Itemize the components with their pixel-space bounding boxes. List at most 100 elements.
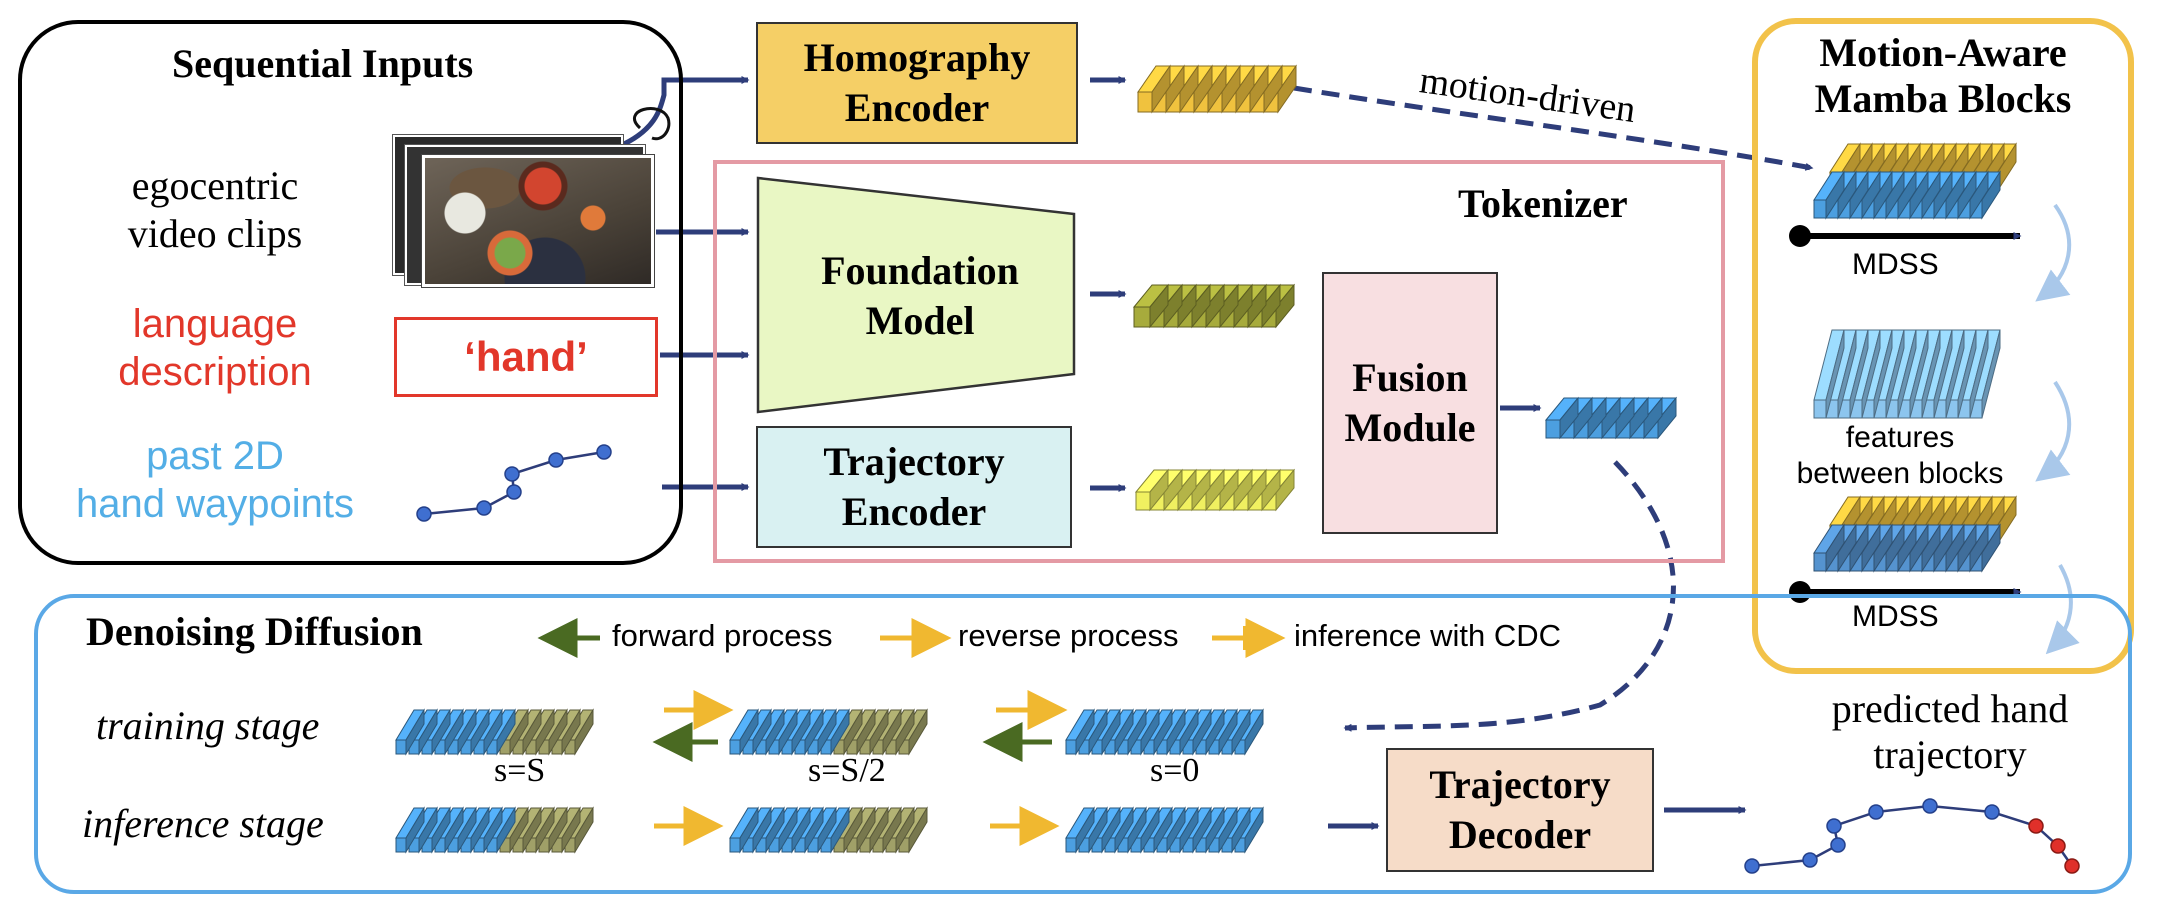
observed-point [1830, 837, 1846, 853]
mamba-feature-tokens-token-front [1813, 399, 1827, 419]
observed-point [1744, 858, 1760, 874]
waypoint-dot [476, 500, 492, 516]
arrow-fusion-to-diffusion [1343, 460, 1676, 732]
mamba-blocks-panel [1752, 18, 2134, 674]
mdss-axis-top-origin [1789, 225, 1811, 247]
waypoint-dot [596, 444, 612, 460]
mamba-top-blue-tokens-token-front [1813, 199, 1827, 219]
waypoint-path [423, 450, 605, 516]
step-zero-text: s=0 [1150, 752, 1200, 789]
legend-inference-label: inference with CDC [1294, 618, 1562, 653]
features-between-blocks-label: features between blocks [1770, 420, 2030, 492]
language-label: language description [90, 300, 340, 396]
observed-point [1826, 818, 1842, 834]
predicted-point [2028, 818, 2044, 834]
mamba-flow-arrow-2 [2035, 380, 2072, 482]
language-prompt-text: ‘hand’ [464, 332, 588, 380]
fusion-line1: Fusion [1352, 355, 1468, 400]
observed-point [1868, 804, 1884, 820]
mamba-title: Motion-Aware Mamba Blocks [1762, 30, 2124, 122]
homography-line2: Encoder [844, 85, 990, 130]
trajectory-encoder-line2: Encoder [841, 489, 987, 534]
foundation-model-label: Foundation Model [770, 236, 1070, 356]
homography-tokens-token-front [1137, 91, 1153, 113]
video-label-line1: egocentric [131, 163, 299, 208]
tokenizer-title: Tokenizer [1458, 181, 1628, 226]
video-loop-icon [633, 107, 671, 141]
video-label: egocentric video clips [90, 162, 340, 258]
training-tokens-s-zero [1065, 708, 1264, 756]
mamba-flow-arrow-1 [2035, 203, 2072, 302]
training-tokens-s-half-token-front [729, 739, 741, 755]
observed-point [1802, 852, 1818, 868]
mdss-label-top: MDSS [1852, 248, 1939, 281]
language-prompt-box: ‘hand’ [394, 317, 658, 397]
features-line2: between blocks [1796, 457, 2004, 490]
arrow-video-to-homography [618, 76, 750, 149]
step-zero-label: s=0 [1150, 752, 1199, 790]
inference-tokens-s-half [729, 806, 928, 854]
step-s-text: s=S [494, 752, 546, 789]
sequential-inputs-title: Sequential Inputs [172, 41, 474, 86]
inference-stage-label: inference stage [82, 801, 324, 846]
fusion-line2: Module [1344, 405, 1476, 450]
training-stage-label: training stage [96, 703, 320, 748]
trajectory-decoder-block: Trajectory Decoder [1386, 748, 1654, 872]
arrow-motion-driven [1293, 85, 1814, 171]
waypoint-label-line2: hand waypoints [76, 482, 354, 526]
observed-point [1922, 798, 1938, 814]
training-tokens-s-S-token-front [395, 739, 407, 755]
training-tokens-s-half [729, 708, 928, 756]
inference-tokens-s-S-token-front [395, 837, 407, 853]
mamba-bottom-blue-tokens-token-front [1813, 552, 1827, 572]
fused-tokens-token-front [1545, 419, 1561, 439]
training-tokens-s-zero-token-front [1065, 739, 1077, 755]
decoder-line2: Decoder [1448, 812, 1592, 857]
predicted-line1: predicted hand [1831, 686, 2069, 731]
waypoint-dot [506, 484, 522, 500]
waypoint-dot [548, 452, 564, 468]
homography-encoder-block: Homography Encoder [756, 22, 1078, 144]
waypoint-label-line1: past 2D [146, 434, 284, 478]
features-line1: features [1845, 421, 1955, 454]
predicted-path [1751, 804, 2074, 868]
mamba-title-line1: Motion-Aware [1819, 30, 2067, 75]
fused-tokens [1544, 396, 1678, 440]
denoising-diffusion-panel [34, 594, 2132, 894]
step-half-label: s=S/2 [808, 752, 886, 790]
predicted-trajectory-label: predicted hand trajectory [1770, 686, 2130, 778]
mdss-label-bottom: MDSS [1852, 600, 1939, 633]
mamba-feature-tokens [1813, 329, 2001, 419]
observed-point [1984, 804, 2000, 820]
language-label-line2: description [118, 350, 312, 394]
waypoint-label: past 2D hand waypoints [55, 432, 375, 528]
predicted-line2: trajectory [1873, 732, 2027, 777]
diffusion-title: Denoising Diffusion [86, 609, 423, 654]
inference-tokens-s-S [395, 806, 594, 854]
inference-tokens-s-zero-token-front [1065, 837, 1077, 853]
predicted-point [2050, 838, 2066, 854]
legend-reverse-label: reverse process [958, 618, 1179, 653]
foundation-line1: Foundation [821, 248, 1019, 293]
waypoint-dot [416, 506, 432, 522]
tokenizer-panel [713, 160, 1725, 563]
predicted-point [2064, 858, 2080, 874]
mamba-top-blue-tokens [1813, 170, 2001, 220]
training-tokens-s-S [395, 708, 594, 756]
mamba-bottom-blue-tokens [1813, 523, 2001, 573]
fusion-module-block: Fusion Module [1322, 272, 1498, 534]
trajectory-encoder-line1: Trajectory [823, 439, 1005, 484]
video-frame-front [421, 154, 655, 288]
step-half-text: s=S/2 [808, 752, 886, 789]
homography-tokens [1137, 64, 1297, 114]
sequential-inputs-panel [18, 20, 683, 565]
foundation-model-block [756, 176, 1076, 414]
legend-forward-label: forward process [612, 618, 833, 653]
language-label-line1: language [132, 302, 298, 346]
homography-line1: Homography [803, 35, 1031, 80]
decoder-line1: Trajectory [1429, 762, 1611, 807]
step-s-label: s=S [494, 752, 545, 790]
trajectory-tokens [1134, 468, 1296, 512]
